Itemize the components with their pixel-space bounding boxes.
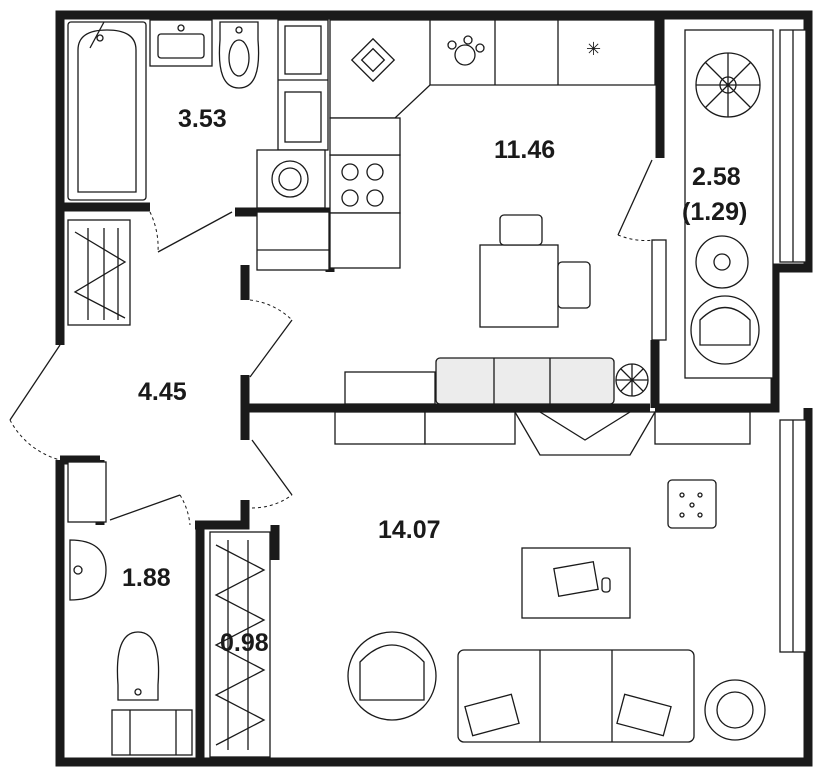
area-closet: 0.98	[220, 629, 269, 657]
bathroom-toilet	[218, 21, 260, 89]
cat-bed-icon	[704, 679, 766, 741]
area-labels: 3.53 11.46 2.58 (1.29) 4.45 14.07 1.88 0…	[122, 105, 747, 657]
closet-shelves	[209, 531, 271, 758]
area-balcony-reduced: (1.29)	[682, 198, 747, 226]
plant-icon	[615, 363, 649, 397]
living-fixtures	[334, 411, 766, 743]
kitchen-sofa	[435, 357, 615, 405]
windows	[651, 29, 807, 653]
toilet-fixtures	[67, 461, 193, 756]
dining-table	[479, 244, 559, 328]
bathtub	[67, 21, 147, 201]
cooktop	[329, 154, 401, 214]
area-balcony: 2.58	[692, 163, 741, 191]
svg-text:✳: ✳	[586, 39, 601, 60]
toilet-bowl	[116, 631, 160, 701]
side-table	[667, 479, 717, 529]
bathroom-fixtures	[67, 19, 260, 201]
bathroom-sink	[149, 19, 213, 67]
balcony-table	[695, 235, 749, 289]
hall-wardrobe	[67, 219, 131, 326]
desk	[521, 547, 631, 619]
toilet-sink	[69, 539, 107, 601]
balcony-fixtures	[684, 29, 774, 379]
area-living-room: 14.07	[378, 516, 441, 544]
balcony-armchair	[690, 295, 760, 365]
area-kitchen: 11.46	[494, 136, 555, 164]
area-toilet: 1.88	[122, 564, 171, 592]
living-sofa	[457, 649, 695, 743]
kitchen-sink	[350, 37, 396, 83]
area-bathroom: 3.53	[178, 105, 227, 133]
area-hallway: 4.45	[138, 378, 187, 406]
living-armchair	[347, 631, 437, 721]
balcony-plant-icon	[695, 52, 761, 118]
laptop-icon	[553, 560, 599, 598]
doors	[9, 159, 656, 526]
kitchen-fixtures: ✳	[256, 19, 656, 405]
washing-machine	[256, 149, 326, 209]
